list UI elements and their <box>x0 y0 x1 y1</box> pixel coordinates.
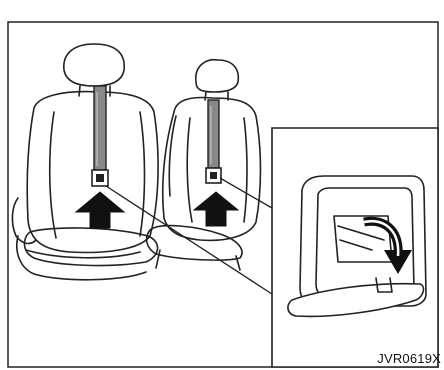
up-arrow-icon <box>76 192 124 228</box>
rear-strap <box>206 100 221 183</box>
front-strap <box>92 86 108 186</box>
detail-inset <box>272 128 438 367</box>
up-arrow-icon <box>194 192 238 226</box>
figure-code-label: JVR0619X <box>377 351 441 366</box>
front-seat <box>12 44 158 280</box>
rear-seat <box>147 60 261 270</box>
